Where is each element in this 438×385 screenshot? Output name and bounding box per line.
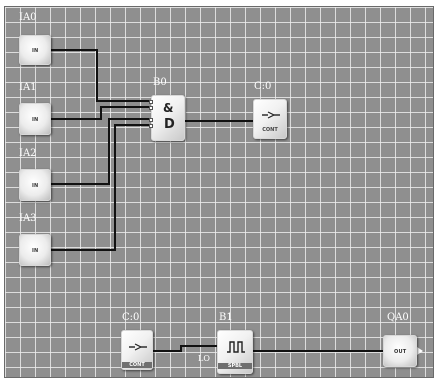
counter-top-label: C:0 bbox=[254, 81, 272, 92]
wire-ia1-and bbox=[51, 106, 151, 120]
link-label: LO bbox=[198, 354, 210, 363]
contact-icon bbox=[262, 111, 280, 119]
input-block-ia2[interactable]: IN bbox=[19, 169, 51, 201]
input-block-ia1[interactable]: IN bbox=[19, 103, 51, 135]
output-arrow-icon bbox=[417, 347, 423, 355]
and-symbol: & bbox=[163, 101, 174, 115]
and-pin-2[interactable] bbox=[149, 106, 153, 110]
counter-block-bottom[interactable]: CONT bbox=[121, 330, 153, 370]
counter-top-caption: CONT bbox=[262, 127, 278, 133]
input-type-ia2: IN bbox=[32, 183, 39, 189]
input-label-ia0: IA0 bbox=[19, 12, 37, 23]
input-type-ia0: IN bbox=[32, 48, 39, 54]
input-block-ia0[interactable]: IN bbox=[19, 35, 51, 65]
pulse-block-caption: SPBL bbox=[218, 363, 252, 369]
input-type-ia3: IN bbox=[32, 248, 39, 254]
wire-counter-pulse bbox=[153, 345, 217, 352]
and-pin-4[interactable] bbox=[149, 124, 153, 128]
diagram-canvas[interactable]: IA0 IN IA1 IN IA2 IN IA3 IN B0 & D C:0 C… bbox=[4, 6, 434, 378]
wire-layer bbox=[51, 49, 423, 355]
input-block-ia3[interactable]: IN bbox=[19, 234, 51, 266]
counter-bottom-caption: CONT bbox=[122, 362, 152, 368]
and-pin-1[interactable] bbox=[149, 100, 153, 104]
input-type-ia1: IN bbox=[32, 117, 39, 123]
pulse-wave-icon bbox=[227, 341, 245, 353]
input-label-ia3: IA3 bbox=[19, 213, 37, 224]
output-block-qa0[interactable]: OUT bbox=[383, 335, 417, 367]
delay-symbol: D bbox=[164, 117, 175, 132]
pulse-block-label: B1 bbox=[219, 312, 233, 323]
input-label-ia1: IA1 bbox=[19, 82, 37, 93]
pulse-block[interactable]: SPBL bbox=[217, 330, 253, 374]
counter-block-top[interactable]: CONT bbox=[253, 99, 287, 139]
and-block[interactable]: & D bbox=[149, 95, 185, 141]
and-block-label: B0 bbox=[153, 77, 167, 88]
wire-ia3-and bbox=[51, 124, 151, 251]
wire-ia2-and bbox=[51, 118, 151, 185]
wire-ia0-and bbox=[51, 49, 151, 102]
output-label-qa0: QA0 bbox=[387, 312, 409, 323]
and-pin-3[interactable] bbox=[149, 118, 153, 122]
counter-bottom-label: C:0 bbox=[122, 312, 140, 323]
output-type-qa0: OUT bbox=[394, 349, 407, 355]
input-label-ia2: IA2 bbox=[19, 148, 37, 159]
contact-icon bbox=[129, 343, 147, 351]
